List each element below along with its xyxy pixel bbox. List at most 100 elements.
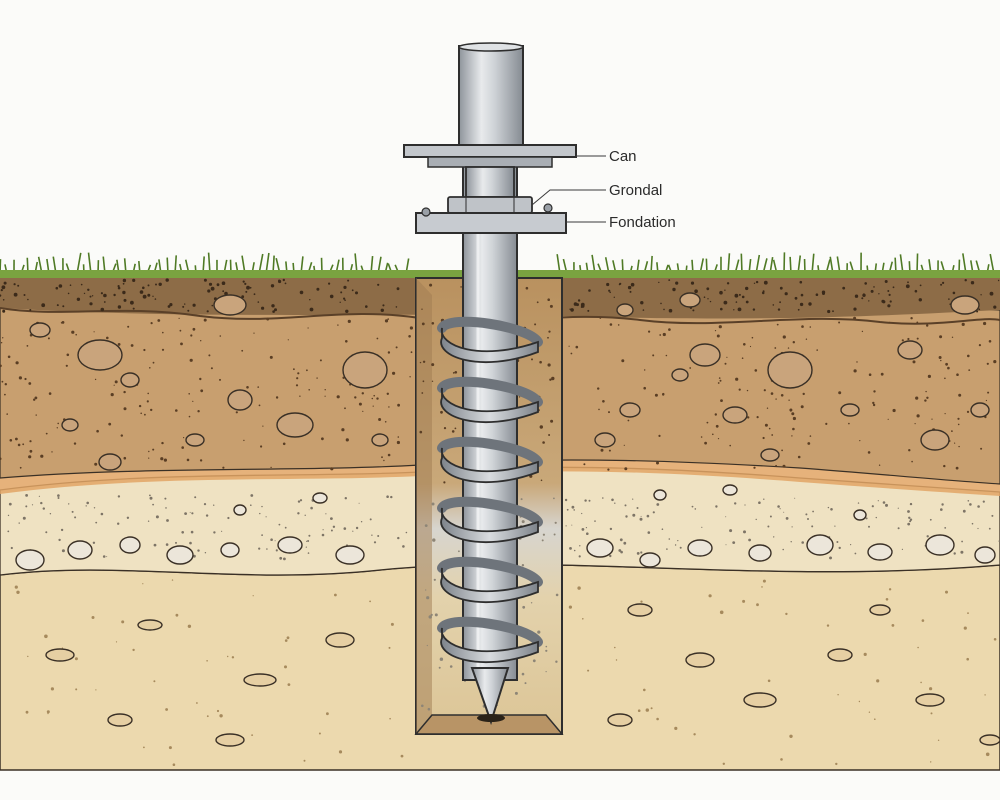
soil-speck — [19, 466, 22, 469]
soil-speck — [184, 303, 186, 305]
soil-speck — [775, 464, 777, 467]
soil-speck — [246, 386, 249, 389]
soil-speck — [22, 516, 26, 520]
soil-speck — [694, 289, 698, 294]
trench-speck — [548, 434, 551, 436]
soil-speck — [409, 326, 413, 330]
soil-speck — [652, 354, 655, 357]
soil-speck — [875, 516, 877, 519]
soil-speck — [345, 438, 349, 442]
soil-speck — [160, 457, 164, 461]
soil-speck — [376, 337, 379, 340]
soil-speck — [246, 285, 250, 290]
soil-speck — [46, 710, 50, 714]
soil-speck — [390, 622, 394, 626]
soil-speck — [701, 526, 703, 528]
soil-speck — [714, 413, 717, 416]
trench-speck — [550, 419, 554, 423]
stone — [616, 303, 634, 317]
soil-speck — [400, 754, 404, 758]
soil-speck — [142, 294, 147, 299]
soil-speck — [868, 711, 871, 713]
trench-speck — [428, 615, 432, 619]
soil-speck — [717, 438, 720, 440]
soil-speck — [873, 286, 875, 288]
soil-speck — [659, 334, 662, 336]
soil-speck — [381, 456, 383, 459]
soil-speck — [578, 555, 581, 558]
soil-speck — [834, 525, 836, 527]
soil-speck — [45, 432, 48, 435]
stone — [29, 322, 51, 338]
soil-speck — [213, 504, 215, 506]
soil-speck — [876, 679, 880, 683]
soil-speck — [789, 734, 793, 738]
soil-speck — [405, 531, 408, 534]
soil-speck — [609, 323, 613, 326]
soil-speck — [244, 282, 247, 285]
soil-speck — [729, 444, 731, 447]
soil-speck — [993, 360, 997, 364]
soil-speck — [161, 441, 164, 445]
soil-speck — [221, 530, 223, 532]
soil-speck — [343, 527, 347, 530]
soil-speck — [838, 321, 841, 324]
trench-speck — [443, 427, 447, 430]
stone — [760, 448, 780, 462]
soil-speck — [961, 322, 965, 326]
soil-speck — [191, 512, 194, 515]
soil-speck — [55, 286, 59, 290]
soil-speck — [231, 656, 235, 659]
soil-speck — [334, 593, 337, 597]
soil-speck — [386, 495, 389, 499]
soil-speck — [387, 318, 390, 320]
trench-bottom — [414, 714, 564, 735]
soil-speck — [274, 540, 276, 542]
soil-speck — [33, 398, 36, 401]
soil-speck — [196, 702, 198, 704]
soil-speck — [861, 330, 864, 333]
soil-speck — [799, 302, 804, 307]
soil-speck — [929, 687, 933, 691]
soil-speck — [940, 283, 943, 286]
soil-speck — [706, 421, 709, 424]
soil-speck — [762, 579, 766, 583]
soil-speck — [208, 354, 211, 357]
soil-speck — [888, 293, 891, 296]
soil-speck — [113, 384, 115, 386]
soil-speck — [636, 552, 640, 555]
soil-speck — [0, 294, 2, 297]
soil-speck — [93, 331, 95, 333]
soil-speck — [397, 536, 400, 540]
soil-speck — [665, 354, 668, 357]
soil-speck — [392, 371, 396, 375]
soil-speck — [885, 503, 888, 507]
soil-speck — [587, 309, 590, 312]
soil-speck — [782, 548, 784, 551]
stone — [619, 402, 641, 418]
soil-speck — [789, 408, 793, 412]
stone — [107, 713, 133, 727]
soil-speck — [123, 390, 126, 394]
soil-speck — [769, 515, 772, 518]
soil-speck — [94, 462, 98, 466]
soil-speck — [642, 309, 645, 311]
soil-speck — [756, 416, 759, 419]
soil-speck — [809, 326, 812, 328]
soil-speck — [92, 541, 96, 544]
soil-speck — [661, 528, 664, 530]
soil-speck — [662, 332, 666, 337]
soil-speck — [658, 434, 661, 437]
soil-speck — [354, 396, 357, 399]
soil-speck — [15, 437, 18, 441]
stone — [897, 340, 923, 360]
soil-speck — [132, 648, 135, 652]
soil-speck — [602, 497, 604, 499]
soil-speck — [901, 548, 904, 551]
soil-speck — [944, 527, 947, 529]
soil-speck — [132, 307, 135, 310]
soil-speck — [175, 409, 178, 412]
soil-speck — [744, 504, 746, 506]
soil-speck — [675, 281, 679, 285]
